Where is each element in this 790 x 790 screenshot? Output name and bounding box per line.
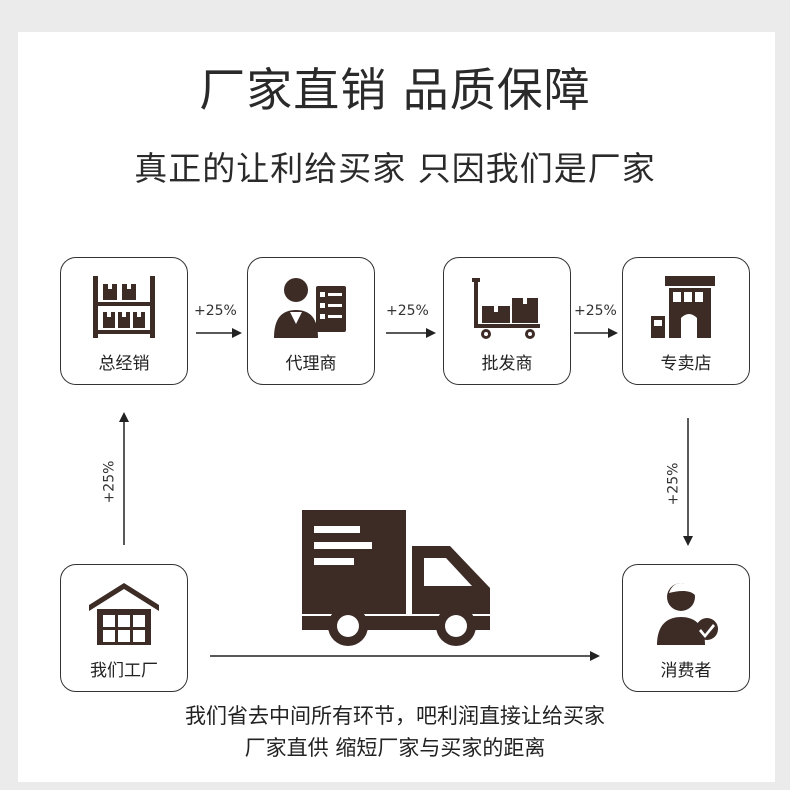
delivery-truck-icon (302, 510, 490, 646)
node-label: 消费者 (660, 661, 712, 681)
storefront-icon (651, 276, 715, 338)
cart-boxes-icon (472, 278, 540, 339)
footer-line-1: 我们省去中间所有环节，吧利润直接让给买家 (185, 704, 605, 728)
agent-document-icon (274, 278, 346, 338)
node-general-distributor: 总经销 (60, 257, 188, 385)
markup-label-5: +25% (665, 462, 682, 506)
markup-label-4: +25% (101, 460, 118, 504)
consumer-check-icon (657, 583, 718, 645)
node-wholesaler: 批发商 (443, 257, 571, 385)
node-label: 批发商 (481, 354, 533, 374)
node-label: 代理商 (285, 354, 337, 374)
node-factory: 我们工厂 (60, 564, 188, 692)
warehouse-shelf-icon (93, 276, 155, 338)
node-label: 总经销 (98, 354, 150, 374)
markup-label-3: +25% (574, 303, 617, 319)
node-agent: 代理商 (247, 257, 375, 385)
node-consumer: 消费者 (622, 564, 750, 692)
node-store: 专卖店 (622, 257, 750, 385)
footer-line-2: 厂家直供 缩短厂家与买家的距离 (244, 736, 546, 760)
page-subtitle: 真正的让利给买家 只因我们是厂家 (134, 149, 656, 188)
node-label: 专卖店 (660, 354, 712, 374)
factory-building-icon (89, 583, 159, 645)
page-title: 厂家直销 品质保障 (199, 63, 591, 117)
markup-label-2: +25% (386, 303, 429, 319)
markup-label-1: +25% (194, 303, 237, 319)
node-label: 我们工厂 (90, 661, 158, 681)
